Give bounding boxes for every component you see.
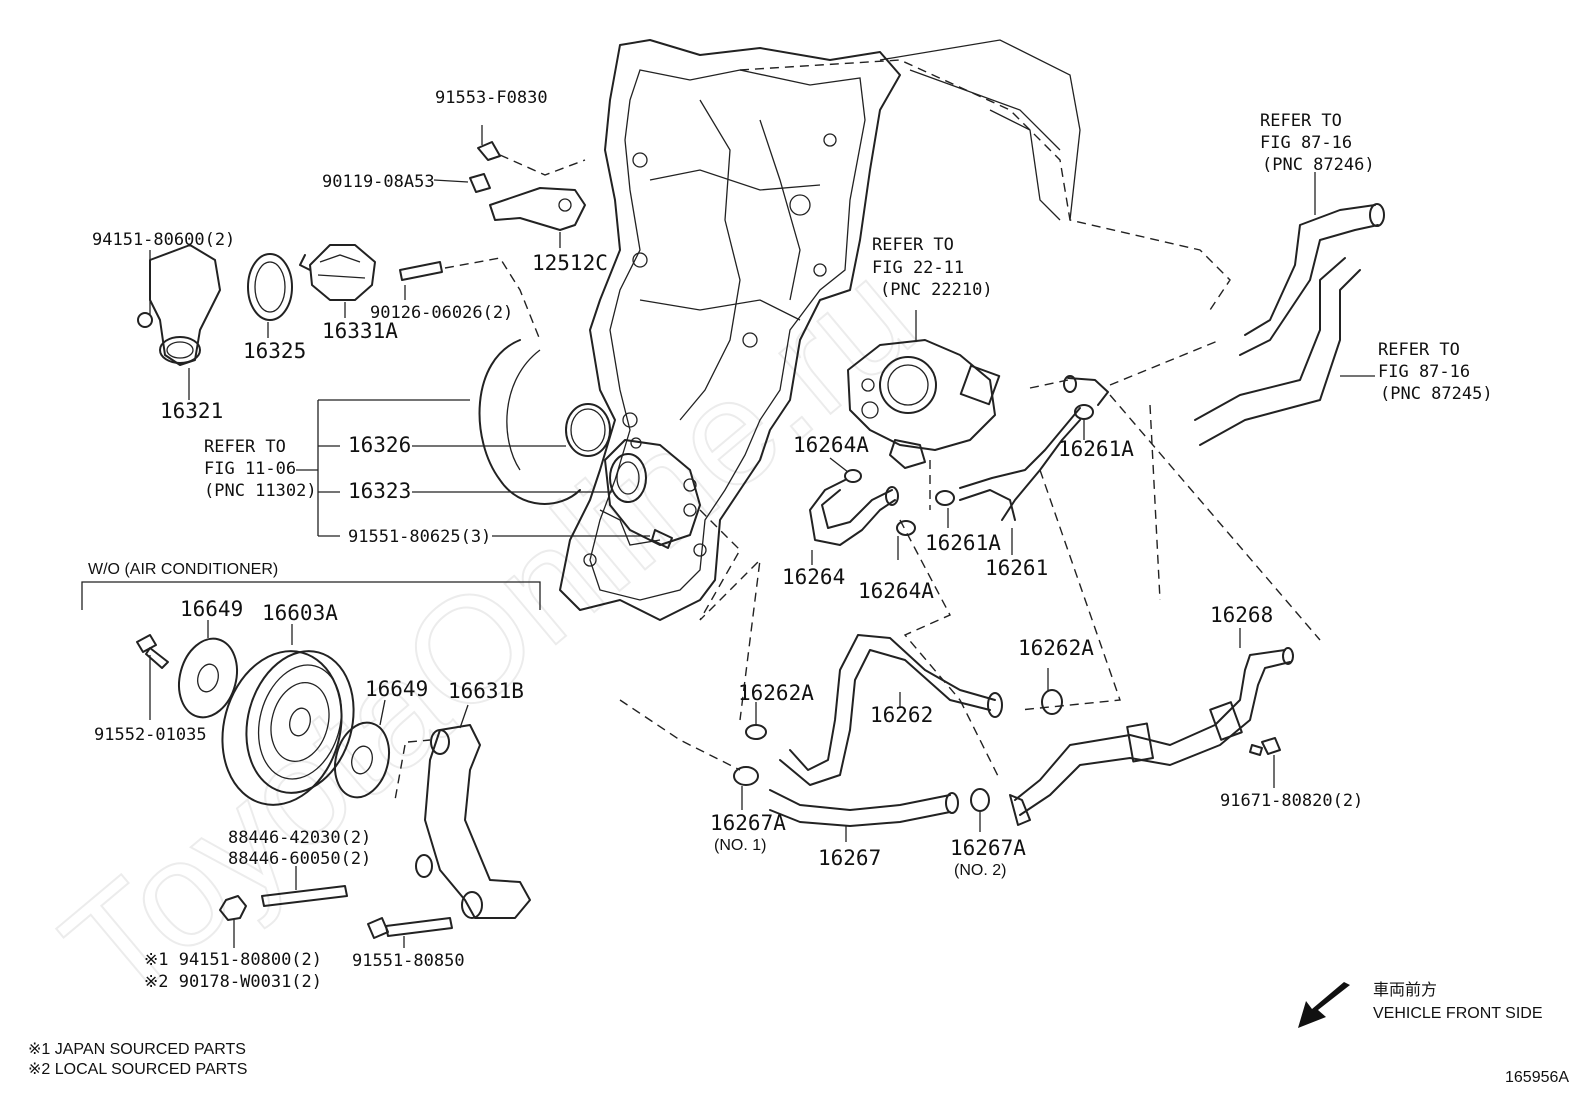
svg-text:(PNC 22210): (PNC 22210) xyxy=(880,280,993,300)
label-16264A-top: 16264A xyxy=(793,433,869,457)
pump-gasket-16326[interactable] xyxy=(565,403,611,457)
label-94151-600: 94151-80600(2) xyxy=(92,230,235,250)
bolt-91671[interactable] xyxy=(1249,737,1281,756)
svg-text:(PNC 11302): (PNC 11302) xyxy=(204,481,317,501)
label-91552: 91552-01035 xyxy=(94,725,207,745)
note-japan-sourced: ※1 JAPAN SOURCED PARTS xyxy=(28,1041,246,1058)
svg-text:FIG 22-11: FIG 22-11 xyxy=(872,258,964,278)
svg-text:FIG 11-06: FIG 11-06 xyxy=(204,459,296,479)
hose-16262[interactable] xyxy=(779,634,1003,786)
label-12512C: 12512C xyxy=(532,251,608,275)
label-16321: 16321 xyxy=(160,399,223,423)
label-16326: 16326 xyxy=(348,433,411,457)
svg-text:FIG 87-16: FIG 87-16 xyxy=(1378,362,1470,382)
note-local-sourced: ※2 LOCAL SOURCED PARTS xyxy=(28,1061,247,1078)
label-88446-a: 88446-42030(2) xyxy=(228,828,371,848)
timing-cover xyxy=(478,39,901,621)
clamp-16264A-top[interactable] xyxy=(844,469,862,483)
label-90119: 90119-08A53 xyxy=(322,172,435,192)
label-16262A-right: 16262A xyxy=(1018,636,1094,660)
clamp-16264A-bot[interactable] xyxy=(896,520,916,536)
cylinder-head-outline xyxy=(739,39,1231,311)
pulley-16603A[interactable] xyxy=(206,638,369,819)
hose-87245[interactable] xyxy=(1194,257,1361,446)
ref-fig-87-16-a[interactable]: REFER TO FIG 87-16 (PNC 87246) xyxy=(1260,111,1375,175)
label-16649-b: 16649 xyxy=(365,677,428,701)
label-16261A-top: 16261A xyxy=(1058,437,1134,461)
clamp-16267A-1[interactable] xyxy=(733,766,759,786)
thermostat-16331A[interactable] xyxy=(299,244,376,301)
clamp-16262A-left[interactable] xyxy=(745,724,767,740)
clamp-16262A-right[interactable] xyxy=(1041,689,1063,715)
svg-text:(PNC 87245): (PNC 87245) xyxy=(1380,384,1493,404)
hose-16267[interactable] xyxy=(769,789,959,827)
water-pump-16323[interactable] xyxy=(604,437,701,546)
diagram-id: 165956A xyxy=(1505,1069,1569,1086)
hose-16261[interactable] xyxy=(959,407,1081,521)
stud-88446[interactable] xyxy=(261,885,348,907)
pipe-16268[interactable] xyxy=(1009,647,1294,826)
label-94151-800: ※1 94151-80800(2) xyxy=(144,950,322,970)
clamp-16261A-top[interactable] xyxy=(1074,404,1094,420)
vehicle-front-jp: 車両前方 xyxy=(1373,981,1437,999)
label-16649-a: 16649 xyxy=(180,597,243,621)
ref-fig-87-16-b[interactable]: REFER TO FIG 87-16 (PNC 87245) xyxy=(1378,340,1493,404)
label-16331A: 16331A xyxy=(322,319,398,343)
bolt-91553[interactable] xyxy=(477,125,501,161)
label-16262A-left: 16262A xyxy=(738,681,814,705)
throttle-body[interactable] xyxy=(847,339,1001,469)
label-16261: 16261 xyxy=(985,556,1048,580)
watermark: ToyotaOnline.ru xyxy=(33,231,946,1035)
label-90126: 90126-06026(2) xyxy=(370,303,513,323)
label-16264: 16264 xyxy=(782,565,845,589)
label-16267: 16267 xyxy=(818,846,881,870)
svg-text:REFER TO: REFER TO xyxy=(1378,340,1460,360)
label-16261A-mid: 16261A xyxy=(925,531,1001,555)
svg-text:REFER TO: REFER TO xyxy=(204,437,286,457)
label-16267A-2-note: (NO. 2) xyxy=(954,862,1006,879)
svg-text:REFER TO: REFER TO xyxy=(1260,111,1342,131)
clamp-16267A-2[interactable] xyxy=(970,788,990,812)
hose-16264[interactable] xyxy=(809,479,899,546)
label-16264A-bot: 16264A xyxy=(858,579,934,603)
nut-94151-800[interactable] xyxy=(219,895,247,921)
label-91553: 91553-F0830 xyxy=(435,88,548,108)
label-16323: 16323 xyxy=(348,479,411,503)
ref-fig-11-06[interactable]: REFER TO FIG 11-06 (PNC 11302) xyxy=(204,437,317,501)
bolt-91552[interactable] xyxy=(136,634,169,669)
svg-text:FIG 87-16: FIG 87-16 xyxy=(1260,133,1352,153)
wo-ac-heading: W/O (AIR CONDITIONER) xyxy=(88,561,278,578)
pulley-cover-16649-b[interactable] xyxy=(327,717,397,804)
label-16603A: 16603A xyxy=(262,601,338,625)
stud-90126[interactable] xyxy=(399,261,443,281)
svg-text:REFER TO: REFER TO xyxy=(872,235,954,255)
clamp-16261A-mid[interactable] xyxy=(935,490,955,506)
vehicle-front-arrow xyxy=(1298,982,1350,1028)
label-16262: 16262 xyxy=(870,703,933,727)
bracket-16631B[interactable] xyxy=(415,724,531,919)
label-16267A-2: 16267A xyxy=(950,836,1026,860)
pulley-cover-16649-a[interactable] xyxy=(171,632,246,724)
label-88446-b: 88446-60050(2) xyxy=(228,849,371,869)
bolt-91551-625[interactable] xyxy=(651,529,673,549)
label-90178: ※2 90178-W0031(2) xyxy=(144,972,322,992)
label-16267A-1-note: (NO. 1) xyxy=(714,837,766,854)
water-inlet-16321[interactable] xyxy=(137,244,221,366)
bolt-90119[interactable] xyxy=(469,173,491,193)
vehicle-front-en: VEHICLE FRONT SIDE xyxy=(1373,1005,1543,1022)
label-91671: 91671-80820(2) xyxy=(1220,791,1363,811)
label-16631B: 16631B xyxy=(448,679,524,703)
svg-text:(PNC 87246): (PNC 87246) xyxy=(1262,155,1375,175)
label-16325: 16325 xyxy=(243,339,306,363)
label-16268: 16268 xyxy=(1210,603,1273,627)
gasket-16325[interactable] xyxy=(247,253,293,321)
label-91551-850: 91551-80850 xyxy=(352,951,465,971)
ref-fig-22-11[interactable]: REFER TO FIG 22-11 (PNC 22210) xyxy=(872,235,993,300)
hose-87246[interactable] xyxy=(1239,203,1385,356)
label-16267A-1: 16267A xyxy=(710,811,786,835)
bolt-91551-850[interactable] xyxy=(367,917,453,939)
label-91551-625: 91551-80625(3) xyxy=(348,527,491,547)
bracket-12512C[interactable] xyxy=(489,187,586,231)
